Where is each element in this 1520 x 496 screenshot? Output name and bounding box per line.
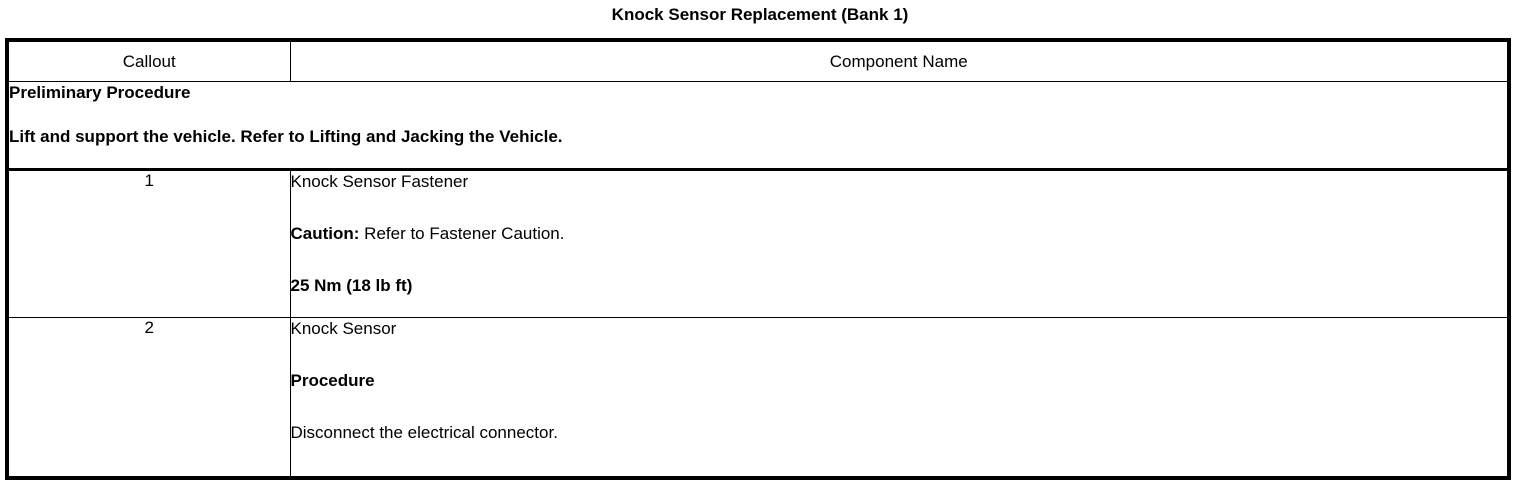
page-title: Knock Sensor Replacement (Bank 1) [611, 5, 909, 24]
preliminary-procedure-step: Lift and support the vehicle. Refer to L… [9, 127, 563, 146]
procedure-step-text: Disconnect the electrical connector. [290, 423, 558, 442]
column-header-component-name: Component Name [289, 39, 1510, 82]
preliminary-procedure-heading: Preliminary Procedure [9, 83, 191, 102]
torque-specification: 25 Nm (18 lb ft) [290, 276, 413, 295]
component-name-text: Knock Sensor Fastener [290, 172, 469, 191]
table-row: 2 Knock Sensor Procedure Disconnect the … [6, 317, 1510, 478]
spec-table-container: Callout Component Name Preliminary Proce… [5, 38, 1511, 480]
callout-number: 2 [6, 317, 291, 478]
caution-note: Caution: Refer to Fastener Caution. [291, 223, 1508, 245]
column-header-callout: Callout [6, 39, 291, 82]
component-name-text: Knock Sensor [290, 319, 397, 338]
caution-text: Refer to Fastener Caution. [359, 224, 565, 243]
preliminary-procedure-row: Preliminary Procedure Lift and support t… [6, 81, 1510, 171]
table-row: 1 Knock Sensor Fastener Caution: Refer t… [6, 169, 1510, 318]
component-callout-table: Callout Component Name Preliminary Proce… [5, 38, 1511, 480]
table-header-row: Callout Component Name [6, 39, 1510, 82]
preliminary-procedure-cell: Preliminary Procedure Lift and support t… [6, 81, 1510, 171]
callout-number: 1 [6, 169, 291, 318]
caution-label: Caution: [290, 224, 360, 243]
procedure-label: Procedure [290, 371, 375, 390]
component-description-cell: Knock Sensor Fastener Caution: Refer to … [289, 169, 1510, 318]
component-description-cell: Knock Sensor Procedure Disconnect the el… [289, 317, 1510, 478]
